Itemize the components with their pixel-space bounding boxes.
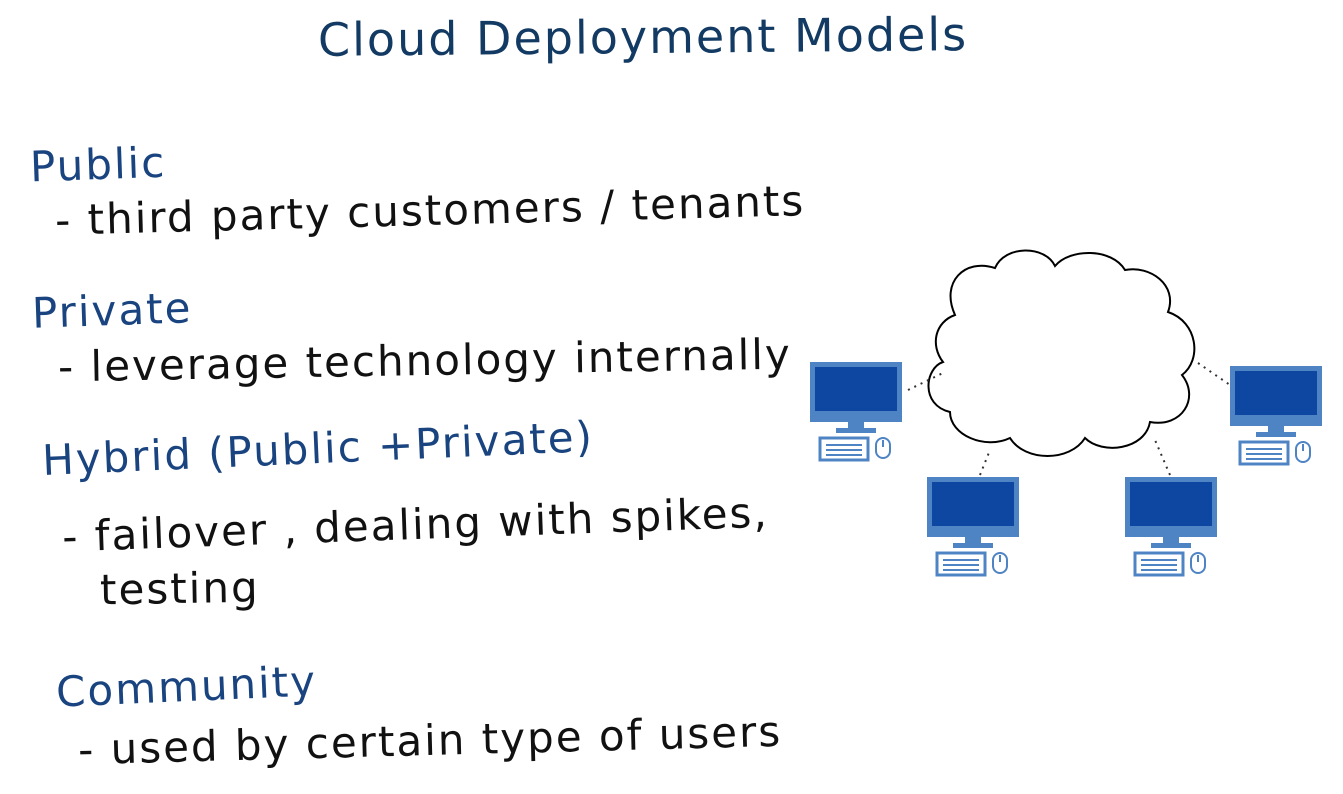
connection-lines bbox=[907, 362, 1231, 476]
model-detail-private: - leverage technology internally bbox=[57, 329, 793, 392]
model-detail-community: - used by certain type of users bbox=[77, 706, 783, 775]
model-detail-public: - third party customers / tenants bbox=[54, 176, 806, 245]
computer-icon bbox=[1125, 477, 1217, 577]
model-heading-hybrid: Hybrid (Public +Private) bbox=[41, 411, 595, 486]
model-detail-hybrid: - failover , dealing with spikes, bbox=[61, 487, 770, 562]
computer-icon bbox=[810, 362, 902, 462]
model-heading-private: Private bbox=[31, 283, 194, 338]
model-detail-hybrid-continued: testing bbox=[99, 562, 261, 615]
cloud-icon bbox=[927, 249, 1196, 457]
page-title: Cloud Deployment Models bbox=[317, 7, 969, 67]
computer-icon bbox=[927, 477, 1019, 577]
computer-icon bbox=[1230, 366, 1322, 466]
cloud-network-diagram bbox=[810, 249, 1322, 577]
model-heading-public: Public bbox=[29, 137, 168, 192]
model-heading-community: Community bbox=[55, 656, 319, 717]
